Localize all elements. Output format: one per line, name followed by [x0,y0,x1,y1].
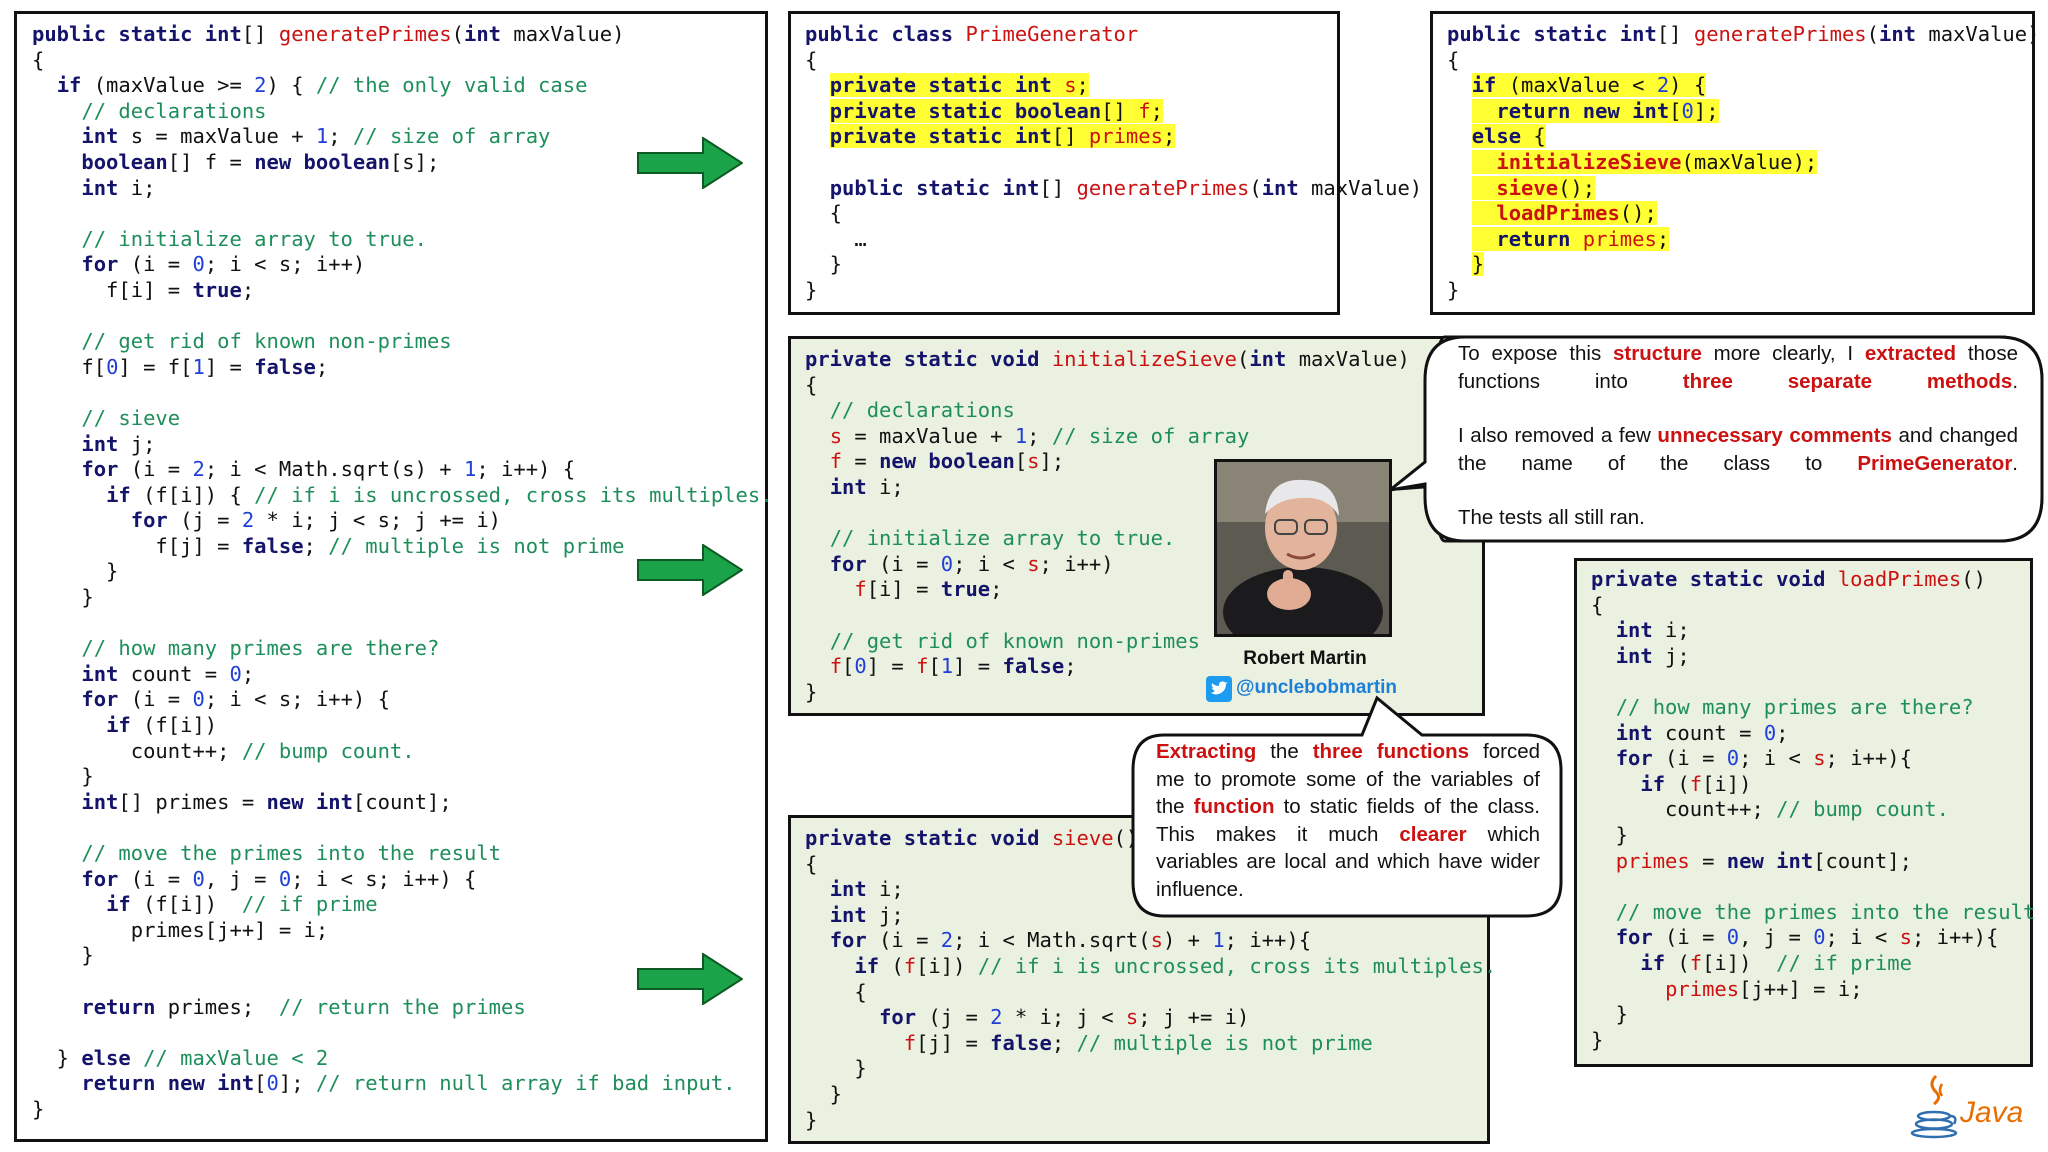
static-fields-callout: Extracting the three functions forced me… [1130,695,1565,920]
prime-generator-class-panel: public class PrimeGenerator { private st… [788,11,1422,315]
right-arrow-icon [637,137,743,189]
sieve-code: private static void sieve() { int i; int… [805,826,1497,1132]
callout-paragraph-2: I also removed a few unnecessary comment… [1458,424,2019,475]
original-generate-primes-code: public static int[] generatePrimes(int m… [32,22,773,1121]
refactoring-callout: To expose this structure more clearly, I… [1389,334,2045,544]
refactored-generate-primes-code: public static int[] generatePrimes(int m… [1447,22,2040,302]
initialize-sieve-code: private static void initializeSieve(int … [805,347,1410,704]
initialize-sieve-panel: private static void initializeSieve(int … [788,336,1485,716]
twitter-bird-icon [1206,676,1232,702]
author-name: Robert Martin [1243,648,1367,669]
refactoring-callout-text: To expose this structure more clearly, I… [1458,340,2018,532]
prime-generator-class-code: public class PrimeGenerator { private st… [805,22,1423,302]
author-handle[interactable]: @unclebobmartin [1236,677,1398,698]
author-portrait [1214,459,1392,637]
callout-bottom-paragraph: Extracting the three functions forced me… [1156,740,1540,901]
original-code-panel: public static int[] generatePrimes(int m… [14,11,773,1142]
java-logo: Java [1910,1072,2024,1144]
right-arrow-icon [637,544,743,596]
callout-paragraph-1: To expose this structure more clearly, I… [1458,342,2019,393]
static-fields-callout-text: Extracting the three functions forced me… [1156,738,1540,903]
load-primes-panel: private static void loadPrimes() { int i… [1574,558,2036,1067]
right-arrow-icon [637,953,743,1005]
refactored-generate-primes-panel: public static int[] generatePrimes(int m… [1430,11,2039,315]
author-handle-row: @unclebobmartin [1206,675,1406,703]
callout-paragraph-3: The tests all still ran. [1458,506,1645,529]
load-primes-code: private static void loadPrimes() { int i… [1591,567,2036,1052]
java-coffee-cup-icon [1910,1074,1958,1139]
java-logo-text: Java [1960,1096,2024,1129]
